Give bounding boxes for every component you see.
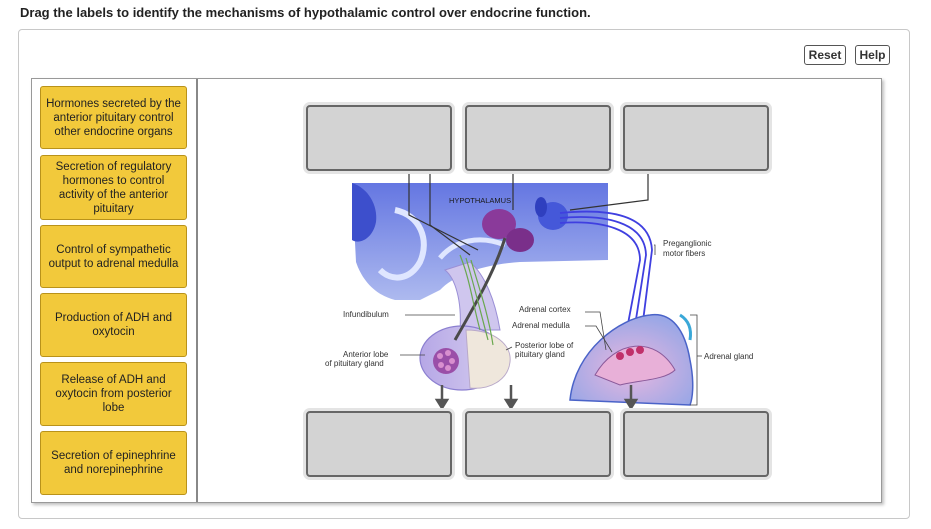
preganglionic-fibers [559,210,653,346]
infundibulum-label: Infundibulum [343,310,389,319]
adrenal-medulla-label: Adrenal medulla [512,321,570,330]
posterior-lobe-label-line2: pituitary gland [515,350,565,359]
drag-label-adh-production[interactable]: Production of ADH and oxytocin [40,293,187,357]
anterior-lobe-label-line2: of pituitary gland [325,359,384,368]
preganglionic-label-line2: motor fibers [663,249,705,258]
preganglionic-label-line1: Preganglionic [663,239,711,248]
help-button[interactable]: Help [855,45,890,65]
down-arrows [434,385,639,411]
drop-target-bottom-right[interactable] [623,411,769,477]
drag-label-regulatory-hormones[interactable]: Secretion of regulatory hormones to cont… [40,155,187,220]
pituitary-gland [419,325,511,391]
drop-target-bottom-left[interactable] [306,411,452,477]
adrenal-gland [569,313,694,406]
instructions: Drag the labels to identify the mechanis… [20,5,591,20]
label-column-divider [196,79,198,502]
drag-label-adh-release[interactable]: Release of ADH and oxytocin from posteri… [40,362,187,426]
drag-label-anterior-pituitary-hormones[interactable]: Hormones secreted by the anterior pituit… [40,86,187,149]
posterior-lobe-label-line1: Posterior lobe of [515,341,574,350]
reset-button[interactable]: Reset [804,45,846,65]
drag-label-epinephrine-secretion[interactable]: Secretion of epinephrine and norepinephr… [40,431,187,495]
anterior-lobe-label-line1: Anterior lobe [343,350,389,359]
target-connectors [408,172,649,256]
drag-label-sympathetic-control[interactable]: Control of sympathetic output to adrenal… [40,225,187,288]
drop-target-top-middle[interactable] [465,105,611,171]
label-leaders [400,244,702,406]
hypothalamic-axons [453,237,507,341]
drop-target-top-right[interactable] [623,105,769,171]
drop-target-top-left[interactable] [306,105,452,171]
adrenal-gland-label: Adrenal gland [704,352,753,361]
adrenal-cortex-label: Adrenal cortex [519,305,571,314]
drop-target-bottom-middle[interactable] [465,411,611,477]
hypothalamus-label: HYPOTHALAMUS [449,196,511,205]
